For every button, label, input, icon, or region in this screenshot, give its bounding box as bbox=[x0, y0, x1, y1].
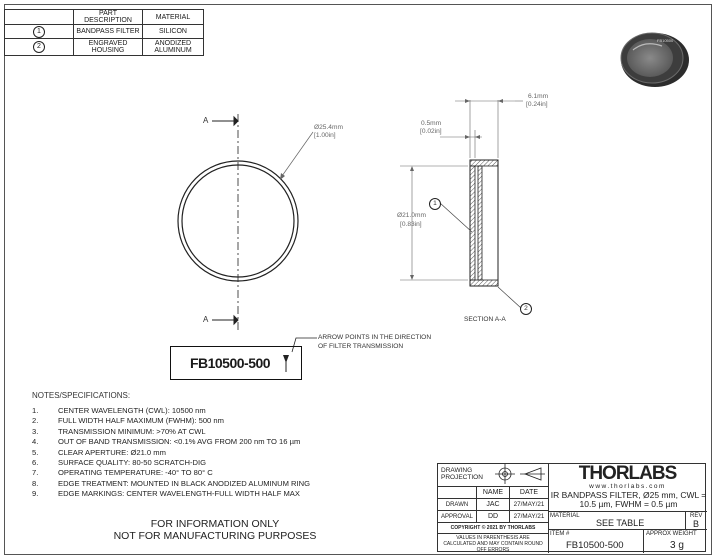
outer-diameter-mm: Ø25.4mm bbox=[314, 124, 343, 131]
arrow-note-line-1: ARROW POINTS IN THE DIRECTION bbox=[318, 334, 432, 341]
section-view bbox=[400, 99, 523, 309]
company-logo: THORLABS www.thorlabs.com bbox=[548, 462, 707, 490]
parts-table: PART DESCRIPTION MATERIAL 1 BANDPASS FIL… bbox=[4, 9, 204, 56]
note-item: 2.FULL WIDTH HALF MAXIMUM (FWHM): 500 nm bbox=[32, 416, 224, 426]
name-column-header: NAME bbox=[476, 486, 509, 498]
note-item: 8.EDGE TREATMENT: MOUNTED IN BLACK ANODI… bbox=[32, 478, 311, 488]
parts-table-row: 1 BANDPASS FILTER SILICON bbox=[4, 24, 204, 39]
note-item: 1.CENTER WAVELENGTH (CWL): 10500 nm bbox=[32, 406, 206, 415]
approx-weight-value: 3 g bbox=[670, 540, 684, 551]
aperture-diameter-mm: Ø21.0mm bbox=[397, 212, 426, 219]
revision-value: B bbox=[693, 519, 700, 529]
item-number-balloon: 2 bbox=[33, 41, 45, 53]
note-item: 7.OPERATING TEMPERATURE: -40° TO 80° C bbox=[32, 468, 213, 478]
arrow-direction-note: ARROW POINTS IN THE DIRECTION OF FILTER … bbox=[318, 333, 431, 351]
item-number-value: FB10500-500 bbox=[566, 540, 624, 551]
front-view bbox=[177, 114, 314, 330]
note-item: 4.OUT OF BAND TRANSMISSION: <0.1% AVG FR… bbox=[32, 437, 301, 447]
copyright-notice: COPYRIGHT © 2021 BY THORLABS bbox=[438, 522, 548, 533]
approval-date: 27/MAY/21 bbox=[509, 510, 548, 522]
drawn-name: JAC bbox=[476, 498, 509, 510]
edge-marking-box: FB10500-500 bbox=[170, 346, 302, 380]
marking-leader bbox=[283, 337, 317, 372]
callout-balloon-1: 1 bbox=[429, 198, 441, 210]
notes-list: 1.CENTER WAVELENGTH (CWL): 10500 nm 2.FU… bbox=[32, 406, 310, 500]
thickness-mm: 6.1mm bbox=[528, 93, 549, 100]
revision-label: REV bbox=[690, 513, 703, 519]
title-block: DRAWING PROJECTION NAME DATE DRAWN JAC 2… bbox=[437, 462, 707, 553]
svg-text:FB10500: FB10500 bbox=[657, 38, 674, 43]
values-rounding-note: VALUES IN PARENTHESIS ARE CALCULATED AND… bbox=[438, 533, 548, 553]
note-item: 6.SURFACE QUALITY: 80-50 SCRATCH-DIG bbox=[32, 457, 206, 467]
drawn-label: DRAWN bbox=[438, 498, 476, 510]
sheet-border bbox=[4, 4, 712, 555]
drawing-projection-label: DRAWING PROJECTION bbox=[441, 467, 483, 481]
approval-name: DD bbox=[476, 510, 509, 522]
edge-marking-text: FB10500-500 bbox=[189, 355, 271, 371]
item-number-balloon: 1 bbox=[33, 25, 45, 38]
section-mark-bottom: A bbox=[203, 315, 209, 324]
note-item: 9.EDGE MARKINGS: CENTER WAVELENGTH-FULL … bbox=[32, 489, 300, 499]
disclaimer-line-1: FOR INFORMATION ONLY bbox=[150, 518, 280, 530]
wall-thickness-mm: 0.5mm bbox=[421, 120, 442, 127]
material-label: MATERIAL bbox=[550, 513, 580, 519]
parts-table-description-cell: ENGRAVED HOUSING bbox=[73, 38, 143, 56]
material-value: SEE TABLE bbox=[596, 518, 645, 528]
thorlabs-logo: THORLABS bbox=[578, 462, 678, 484]
approx-weight-label: APPROX WEIGHT bbox=[646, 531, 697, 537]
section-mark-top: A bbox=[203, 116, 209, 125]
notes-title: NOTES/SPECIFICATIONS: bbox=[32, 391, 131, 400]
wall-thickness-in: [0.02in] bbox=[420, 128, 442, 135]
parts-table-material-cell: ANODIZED ALUMINUM bbox=[142, 38, 204, 56]
callout-balloon-2: 2 bbox=[520, 303, 532, 315]
part-description: IR BANDPASS FILTER, Ø25 mm, CWL = 10.5 µ… bbox=[550, 490, 707, 509]
filter-product-render: FB10500 bbox=[620, 32, 689, 87]
drawn-date: 27/MAY/21 bbox=[509, 498, 548, 510]
arrow-note-line-2: OF FILTER TRANSMISSION bbox=[318, 343, 404, 350]
thickness-in: [0.24in] bbox=[526, 101, 548, 108]
approval-label: APPROVAL bbox=[438, 510, 476, 522]
section-caption: SECTION A-A bbox=[464, 316, 506, 323]
outer-diameter-in: [1.00in] bbox=[314, 132, 336, 139]
information-disclaimer: FOR INFORMATION ONLY NOT FOR MANUFACTURI… bbox=[110, 518, 320, 542]
company-website: www.thorlabs.com bbox=[589, 482, 666, 490]
item-number-label: ITEM # bbox=[550, 531, 570, 537]
date-column-header: DATE bbox=[509, 486, 548, 498]
projection-symbol-icon bbox=[495, 464, 545, 484]
disclaimer-line-2: NOT FOR MANUFACTURING PURPOSES bbox=[113, 530, 317, 542]
note-item: 3.TRANSMISSION MINIMUM: >70% AT CWL bbox=[32, 426, 206, 436]
parts-table-row: 2 ENGRAVED HOUSING ANODIZED ALUMINUM bbox=[4, 38, 204, 56]
note-item: 5.CLEAR APERTURE: Ø21.0 mm bbox=[32, 447, 166, 457]
aperture-diameter-in: [0.83in] bbox=[400, 221, 422, 228]
